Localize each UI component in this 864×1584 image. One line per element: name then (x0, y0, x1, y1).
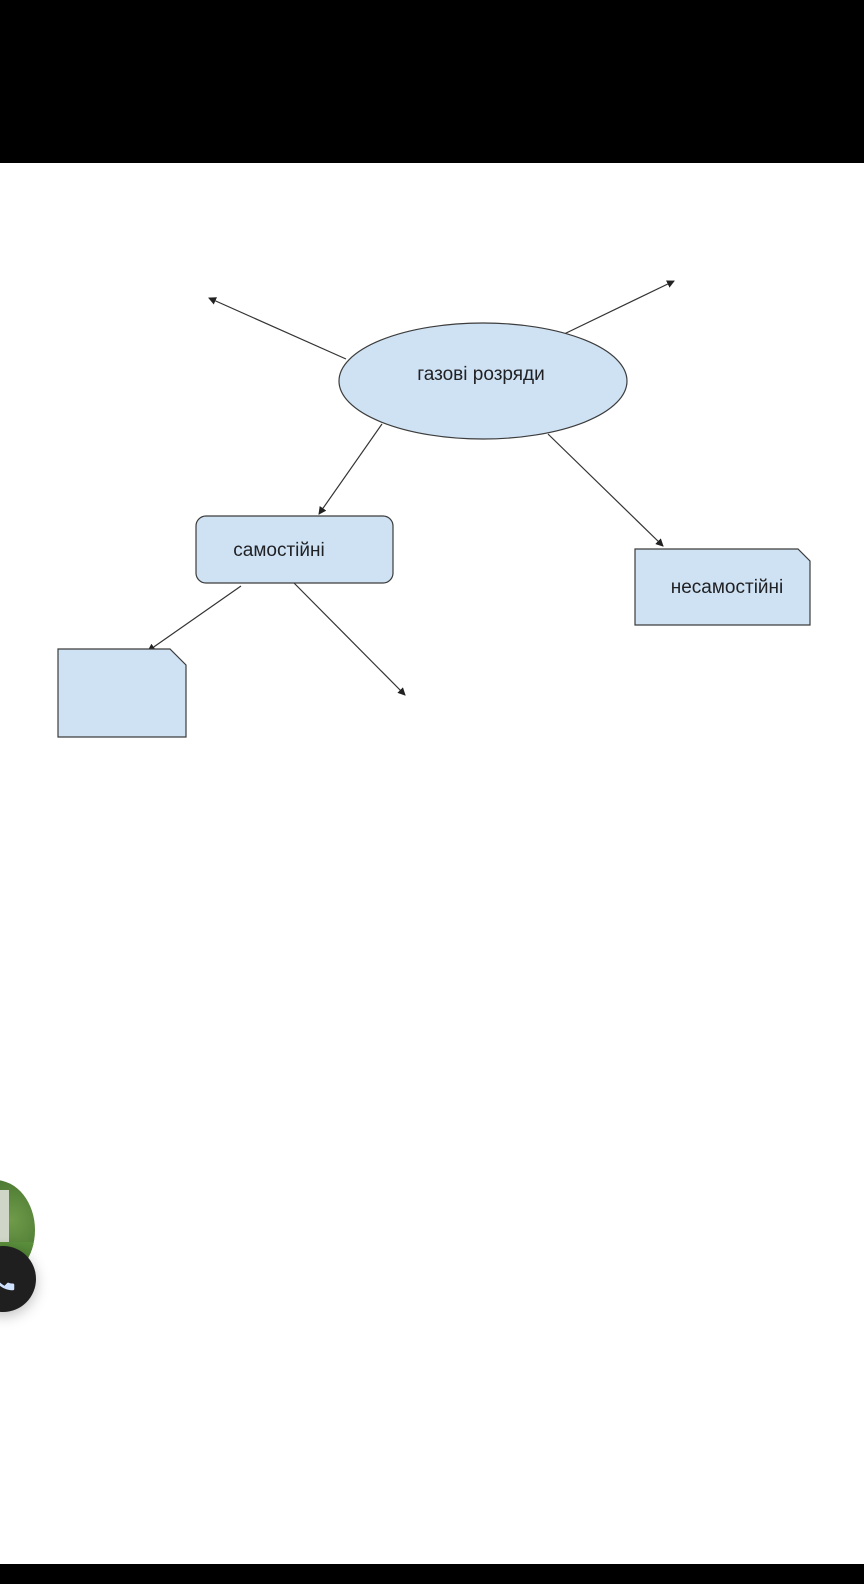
node-right-label: несамостійні (671, 577, 784, 598)
node-left-label: самостійні (233, 540, 324, 561)
chat-head-bubble[interactable] (0, 1180, 36, 1326)
node-root[interactable]: газові розряди (338, 322, 628, 440)
diagram-canvas: газові розряди самостійні несамостійні (0, 163, 864, 1368)
diagram: газові розряди самостійні несамостійні (57, 280, 811, 738)
arrow-root-to-left (318, 423, 383, 515)
arrow-root-to-upper-right (559, 280, 675, 337)
status-bar (0, 0, 864, 163)
phone-icon (0, 1282, 15, 1291)
arrow-root-to-upper-left (208, 297, 347, 360)
node-left[interactable]: самостійні (195, 515, 394, 584)
node-empty[interactable] (57, 648, 187, 738)
bottom-blank-area (0, 1368, 864, 1564)
node-right[interactable]: несамостійні (634, 548, 811, 626)
node-root-label: газові розряди (417, 364, 545, 385)
arrow-left-to-empty (147, 585, 242, 652)
navigation-bar (0, 1564, 864, 1584)
arrow-left-to-lower-right (293, 582, 406, 696)
arrow-root-to-right (547, 433, 664, 547)
